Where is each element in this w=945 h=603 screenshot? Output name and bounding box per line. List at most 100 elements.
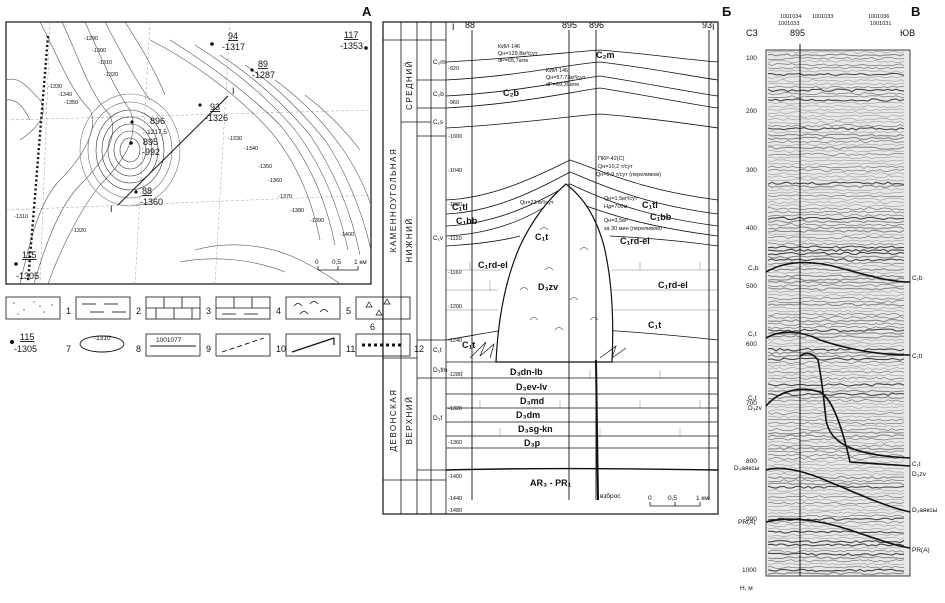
svg-text:-1360: -1360 xyxy=(448,440,462,446)
seismic-trace xyxy=(767,111,905,115)
svg-text:-1280: -1280 xyxy=(448,372,462,378)
svg-text:-1160: -1160 xyxy=(448,270,462,276)
seismic-trace xyxy=(767,277,905,281)
seismic-trace xyxy=(767,133,905,137)
seismic-trace xyxy=(767,82,905,86)
svg-text:10: 10 xyxy=(276,344,286,354)
strata-label: AR₃ - PR₁ xyxy=(530,478,572,488)
seismic-trace xyxy=(767,226,905,230)
svg-text:-1305: -1305 xyxy=(14,344,37,354)
series-carb-middle: СРЕДНИЙ xyxy=(405,60,414,110)
strat-index: C₁v xyxy=(433,235,444,242)
svg-text:Qн=10,2 т/сут: Qн=10,2 т/сут xyxy=(598,164,633,170)
seismic-trace xyxy=(767,53,905,57)
seismic-trace xyxy=(767,197,905,201)
seismic-trace xyxy=(767,200,905,204)
svg-text:6: 6 xyxy=(370,322,375,332)
seismic-trace xyxy=(767,386,905,390)
horizon-left-label: D₃аяксы xyxy=(734,465,760,472)
svg-text:93: 93 xyxy=(210,102,220,112)
svg-text:-1080: -1080 xyxy=(448,202,462,208)
seismic-trace xyxy=(767,520,905,524)
seismic-well-label: 895 xyxy=(790,28,805,38)
seismic-trace xyxy=(767,284,905,287)
strata-label: D₃p xyxy=(524,438,541,448)
seismic-trace xyxy=(767,69,905,73)
seismic-trace xyxy=(767,571,905,576)
seismic-trace xyxy=(767,335,905,339)
seismic-trace xyxy=(767,309,905,313)
strata-label: C₁t xyxy=(648,320,661,330)
section-wells xyxy=(471,30,710,500)
seismic-trace xyxy=(767,514,905,518)
seismic-trace xyxy=(767,168,905,172)
fault-label: взброс xyxy=(600,492,621,500)
well-115: 115 -1305 xyxy=(14,250,39,281)
svg-text:12: 12 xyxy=(414,344,424,354)
strata-label: D₃sg-kn xyxy=(518,424,553,434)
well-93: 93 -1326 xyxy=(198,102,228,123)
svg-text:-1400: -1400 xyxy=(448,474,462,480)
horizon-right-label: D₃zv xyxy=(912,471,927,478)
seismic-trace xyxy=(767,527,905,531)
svg-text:0,5: 0,5 xyxy=(668,495,677,502)
svg-text:1000: 1000 xyxy=(742,567,757,574)
legend-item-10: 10 xyxy=(215,333,286,357)
seismic-trace xyxy=(767,251,905,256)
legend-item-7: 115 -1305 7 xyxy=(10,332,71,354)
strata-label: C₁rd-el xyxy=(658,280,688,290)
strata-label: D₃zv xyxy=(538,282,558,292)
seismic-trace xyxy=(767,178,905,182)
seismic-trace xyxy=(767,360,905,364)
strat-index: D₃fm xyxy=(433,367,448,374)
svg-text:-1320: -1320 xyxy=(448,406,462,412)
svg-text:-1305: -1305 xyxy=(16,271,39,281)
cdp-label: 1001033 xyxy=(812,14,833,20)
depth-axis: -920 -960 -1000 -1040 -1080 -1120 -1160 … xyxy=(448,66,462,514)
seismic-trace xyxy=(767,549,905,553)
legend-item-4: 4 xyxy=(215,296,281,320)
strata-label: D₃ev-lv xyxy=(516,382,547,392)
seismic-trace xyxy=(767,341,905,345)
svg-text:-1440: -1440 xyxy=(448,496,462,502)
svg-text:94: 94 xyxy=(228,31,238,41)
seismic-trace xyxy=(767,540,905,544)
well-896: 896 -1217,5 xyxy=(130,116,167,136)
strata-label: C₁t xyxy=(462,340,475,350)
svg-text:-1000: -1000 xyxy=(448,134,462,140)
seismic-trace xyxy=(767,450,905,454)
seismic-trace xyxy=(767,293,905,297)
seismic-trace xyxy=(768,552,904,557)
svg-text:Qн=23 м³/сут: Qн=23 м³/сут xyxy=(520,200,554,206)
svg-text:-1040: -1040 xyxy=(448,168,462,174)
svg-text:400: 400 xyxy=(746,225,757,232)
seismic-trace xyxy=(767,261,905,265)
svg-text:-920: -920 xyxy=(448,66,459,72)
contour-label: -1350 xyxy=(258,164,272,170)
seismic-trace xyxy=(767,127,905,131)
system-devonian: ДЕВОНСКАЯ xyxy=(389,389,398,452)
layer-boundaries xyxy=(445,49,719,471)
svg-text:-1360: -1360 xyxy=(140,197,163,207)
panel-a-label: А xyxy=(362,4,372,19)
seismic-trace xyxy=(767,431,905,435)
svg-text:ПКР-42(С): ПКР-42(С) xyxy=(598,156,625,162)
seismic-trace xyxy=(767,72,905,77)
seismic-trace xyxy=(767,223,905,227)
seismic-trace xyxy=(767,242,905,246)
series-dev-upper: ВЕРХНИЙ xyxy=(405,396,414,445)
svg-text:895: 895 xyxy=(143,137,158,147)
cdp-label: 1001036 xyxy=(868,14,889,20)
seismic-trace xyxy=(767,517,905,521)
seismic-trace xyxy=(767,172,905,175)
legend-item-8: -1310 8 xyxy=(79,335,141,354)
seismic-trace xyxy=(767,159,905,163)
strat-index: C₂b xyxy=(433,91,444,98)
seismic-trace xyxy=(767,441,905,444)
seismic-trace xyxy=(767,130,905,134)
svg-text:0: 0 xyxy=(648,495,652,502)
seismic-trace xyxy=(767,236,905,239)
seismic-trace xyxy=(768,344,905,348)
seismic-trace xyxy=(767,354,905,358)
seismic-trace xyxy=(767,303,905,307)
